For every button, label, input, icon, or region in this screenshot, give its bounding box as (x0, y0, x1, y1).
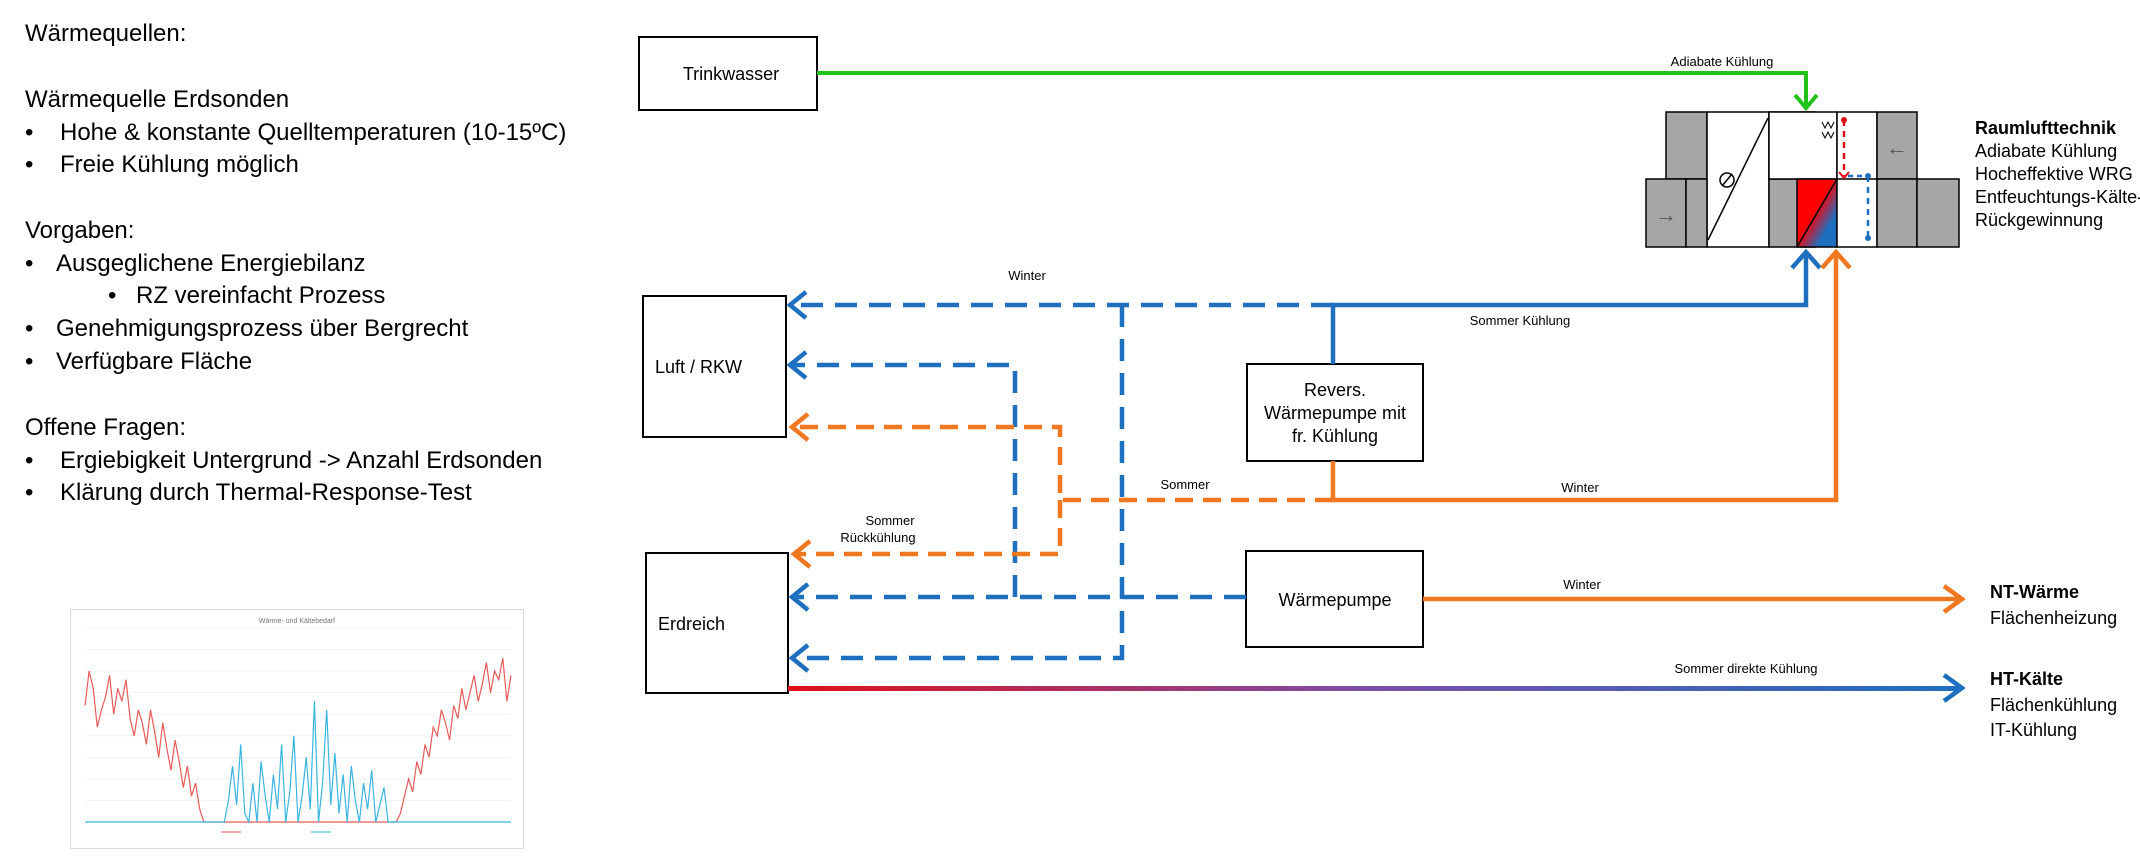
box-waermepumpe (1245, 550, 1424, 648)
rlt-line-3: Entfeuchtungs-Kälte- (1975, 187, 2140, 207)
line-winter-to-erdreich-bottom (788, 305, 1125, 673)
requirements-title: Vorgaben: (25, 217, 135, 244)
chart-title: Wärme- und Kältebedarf (259, 618, 335, 625)
rlt-line-2: Hocheffektive WRG (1975, 164, 2133, 184)
questions-title: Offene Fragen: (25, 414, 186, 441)
nt-waerme-line: Flächenheizung (1990, 608, 2117, 628)
label-sommer-rueck-2: Rückkühlung (840, 530, 915, 545)
box-erdreich-label: Erdreich (658, 614, 725, 634)
line-winter-rlt (1330, 248, 1852, 503)
box-luft-rkw-label: Luft / RKW (655, 357, 742, 377)
label-sommer-direkt: Sommer direkte Kühlung (1674, 661, 1817, 676)
label-sommer-kuehlung: Sommer Kühlung (1470, 313, 1570, 328)
label-winter-top: Winter (1008, 268, 1046, 283)
label-winter-wp: Winter (1563, 577, 1601, 592)
rlt-title: Raumlufttechnik (1975, 118, 2117, 138)
box-trinkwasser (638, 36, 818, 111)
box-revers-waermepumpe (1246, 363, 1424, 462)
box-revers-line-2: Wärmepumpe mit (1264, 403, 1406, 423)
source-bullet-2-text: Freie Kühlung möglich (60, 151, 299, 178)
requirement-bullet-4-text: Verfügbare Fläche (56, 348, 253, 375)
heading-waermequellen: Wärmequellen: (25, 20, 187, 47)
rlt-line-4: Rückgewinnung (1975, 210, 2103, 230)
ht-kaelte-line-2: IT-Kühlung (1990, 720, 2077, 740)
line-sommer-rueckkuehlung (788, 412, 1333, 569)
rlt-arrow-right-icon: → (1655, 202, 1677, 227)
rlt-fan-icon (1719, 172, 1735, 188)
nt-waerme-title: NT-Wärme (1990, 582, 2079, 602)
requirement-bullet-3-text: Genehmigungsprozess über Bergrecht (56, 315, 469, 342)
question-bullet-1-text: Ergiebigkeit Untergrund -> Anzahl Erdson… (60, 447, 543, 474)
source-bullet-1-text: Hohe & konstante Quelltemperaturen (10-1… (60, 119, 567, 146)
demand-chart: Wärme- und Kältebedarf (70, 609, 524, 849)
requirement-bullet-2-text: RZ vereinfacht Prozess (136, 282, 386, 309)
box-erdreich (645, 552, 789, 694)
box-luft-rkw (642, 295, 787, 438)
rlt-humidifier-icon (1821, 120, 1835, 140)
question-bullet-2-text: Klärung durch Thermal-Response-Test (60, 479, 472, 506)
label-adiabate-kuehlung: Adiabate Kühlung (1671, 54, 1774, 69)
ht-kaelte-line-1: Flächenkühlung (1990, 695, 2117, 715)
box-trinkwasser-label: Trinkwasser (683, 64, 779, 84)
label-winter-mid: Winter (1561, 480, 1599, 495)
line-sommer-kuehlung (1330, 248, 1822, 364)
line-erdreich-to-luft (786, 350, 1018, 597)
demand-chart-svg: Wärme- und Kältebedarf (84, 618, 512, 833)
line-winter-nt-waerme (1423, 584, 1966, 614)
source-title: Wärmequelle Erdsonden (25, 86, 290, 113)
line-adiabate-kuehlung (817, 71, 1819, 112)
rlt-line-1: Adiabate Kühlung (1975, 141, 2117, 161)
box-revers-line-1: Revers. (1304, 380, 1366, 400)
chart-series-cooling (85, 701, 511, 825)
rlt-arrow-left-icon: ← (1886, 135, 1908, 160)
line-sommer-direkte-kuehlung (788, 673, 1966, 703)
label-sommer-mid: Sommer (1160, 477, 1210, 492)
label-sommer-rueck-1: Sommer (865, 513, 915, 528)
line-winter-to-luft (786, 290, 1333, 320)
rlt-unit: ← → (1645, 111, 1960, 248)
box-revers-line-3: fr. Kühlung (1292, 426, 1378, 446)
requirement-bullet-1-text: Ausgeglichene Energiebilanz (56, 250, 366, 277)
line-waermepumpe-to-erdreich (788, 582, 1246, 612)
box-waermepumpe-label: Wärmepumpe (1278, 590, 1391, 610)
ht-kaelte-title: HT-Kälte (1990, 669, 2063, 689)
